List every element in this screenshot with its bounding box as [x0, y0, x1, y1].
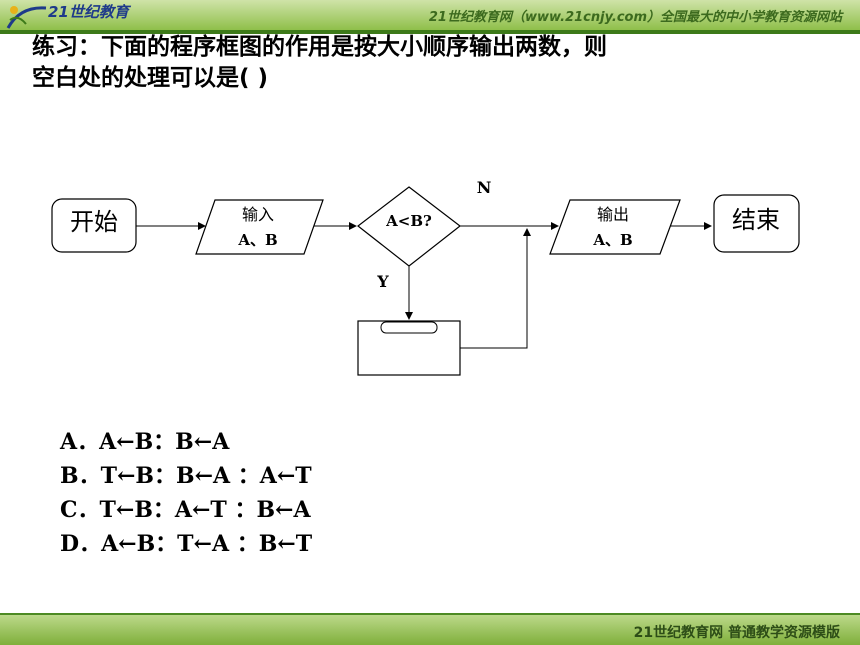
input-label-line1: 输入 — [242, 205, 274, 224]
output-box — [549, 199, 681, 255]
input-label-line2: A、B — [237, 231, 277, 249]
header-banner: 21世纪教育网（www.21cnjy.com）全国最大的中小学教育资源网站 — [428, 10, 842, 25]
logo-text: 21世纪教育 — [48, 3, 129, 21]
header-divider — [0, 30, 860, 34]
footer-divider — [0, 613, 860, 616]
end-terminal — [713, 194, 800, 253]
arrow-blank-return — [460, 228, 531, 349]
no-branch-label: N — [477, 178, 492, 197]
option-c[interactable]: C．T←B：A←T ：B←A — [60, 497, 311, 523]
logo-swoosh-icon — [6, 6, 47, 29]
decision-label: A<B? — [385, 212, 432, 230]
yes-branch-label: Y — [376, 272, 389, 291]
option-b[interactable]: B．T←B：B←A ：A←T — [60, 463, 312, 489]
end-label: 结束 — [732, 206, 780, 234]
start-label: 开始 — [70, 208, 118, 236]
footer-text: 21世纪教育网 普通教学资源模版 — [633, 625, 840, 641]
input-box — [195, 199, 324, 255]
header-bar — [0, 0, 860, 30]
blank-placeholder — [380, 321, 438, 334]
question-text: 练习：下面的程序框图的作用是按大小顺序输出两数，则 空白处的处理可以是( ) — [32, 32, 812, 94]
output-label-line2: A、B — [592, 231, 632, 249]
option-a[interactable]: A．A←B：B←A — [60, 429, 230, 455]
answer-options: A．A←B：B←A B．T←B：B←A ：A←T C．T←B：A←T ：B←A … — [60, 425, 312, 561]
question-line-1: 练习：下面的程序框图的作用是按大小顺序输出两数，则 — [32, 34, 607, 60]
question-line-2: 空白处的处理可以是( ) — [32, 65, 269, 91]
output-label-line1: 输出 — [597, 205, 629, 224]
option-d[interactable]: D．A←B：T←A ：B←T — [60, 531, 313, 557]
footer-bar — [0, 615, 860, 645]
